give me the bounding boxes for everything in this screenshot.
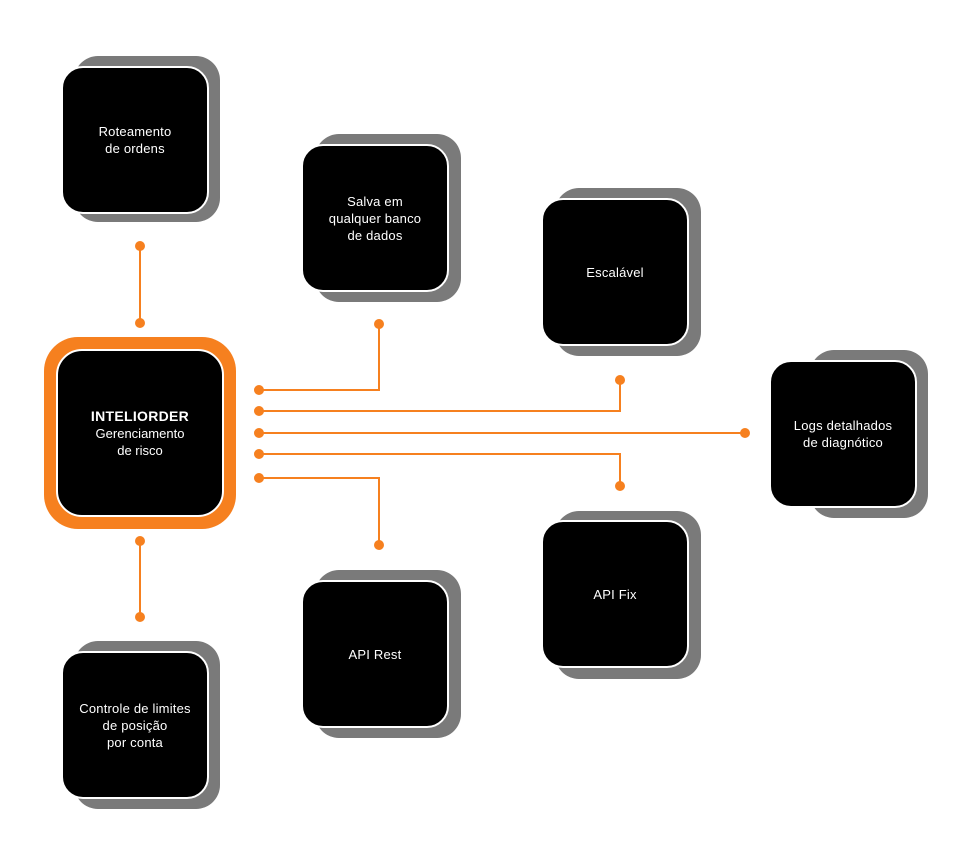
node-controle-label: Controle de limites de posição por conta	[79, 700, 191, 750]
dot	[135, 318, 145, 328]
node-logs-label: Logs detalhados de diagnótico	[793, 418, 893, 450]
dot	[254, 449, 264, 459]
dot	[740, 428, 750, 438]
dot	[374, 319, 384, 329]
dot	[135, 241, 145, 251]
hub-title: INTELIORDER	[90, 408, 190, 424]
dot	[374, 540, 384, 550]
connector-escalavel	[259, 380, 621, 412]
dot	[615, 481, 625, 491]
node-logs: Logs detalhados de diagnótico	[769, 360, 917, 508]
dot	[254, 385, 264, 395]
node-salva: Salva em qualquer banco de dados	[301, 144, 449, 292]
node-controle: Controle de limites de posição por conta	[61, 651, 209, 799]
node-api-fix: API Fix	[541, 520, 689, 668]
node-salva-label: Salva em qualquer banco de dados	[328, 193, 422, 243]
dot	[254, 473, 264, 483]
dot	[135, 612, 145, 622]
node-api-rest-label: API Rest	[348, 646, 402, 662]
connector-api-rest	[259, 477, 380, 545]
node-roteamento: Roteamento de ordens	[61, 66, 209, 214]
hub-subtitle: Gerenciamento de risco	[95, 426, 185, 458]
node-escalavel-label: Escalável	[586, 264, 644, 280]
dot	[254, 428, 264, 438]
node-roteamento-label: Roteamento de ordens	[98, 124, 172, 156]
dot	[254, 406, 264, 416]
node-api-rest: API Rest	[301, 580, 449, 728]
connector-salva	[259, 324, 380, 391]
connector-api-fix	[259, 453, 621, 486]
node-escalavel: Escalável	[541, 198, 689, 346]
dot	[615, 375, 625, 385]
hub-card: INTELIORDER Gerenciamento de risco	[56, 349, 224, 517]
node-api-fix-label: API Fix	[593, 586, 637, 602]
dot	[135, 536, 145, 546]
